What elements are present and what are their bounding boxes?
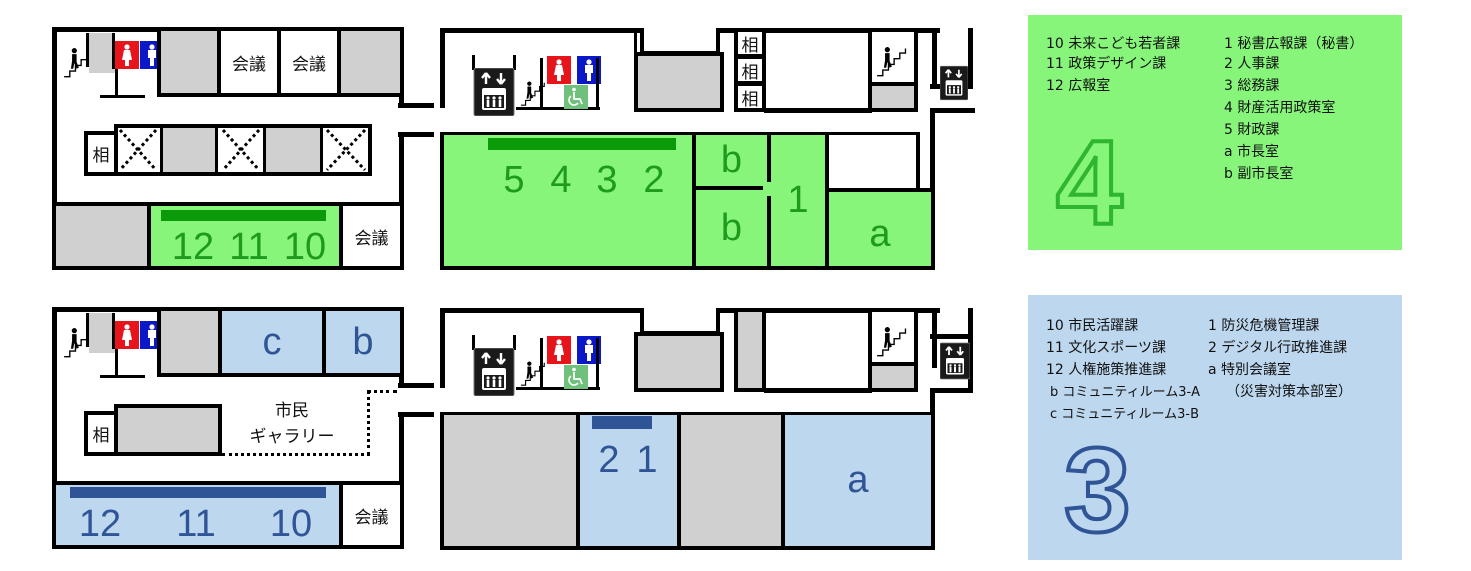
storage-room [677, 412, 785, 550]
floor-number-3: 3 [1062, 423, 1133, 557]
wheelchair-icon [564, 365, 588, 389]
consult-room[interactable]: 相 [734, 82, 766, 112]
meeting-room[interactable]: 会議 [339, 202, 404, 270]
female-toilet-icon [115, 321, 139, 349]
storage-room [734, 308, 766, 392]
storage-room [52, 202, 151, 270]
consult-room[interactable]: 相 [84, 131, 118, 176]
mayor-room-a[interactable]: a [825, 188, 935, 270]
female-toilet-icon [546, 336, 572, 364]
meeting-room[interactable]: 会議 [339, 481, 404, 549]
elevator-icon [472, 348, 516, 396]
community-room-3b[interactable]: c [218, 307, 326, 377]
storage-room [114, 404, 222, 456]
office-area-2-5[interactable]: 5 4 3 2 [440, 132, 696, 270]
elevator-icon [940, 342, 970, 380]
storage-room [634, 52, 724, 112]
counter-bar [70, 487, 326, 498]
floor-number-4: 4 [1054, 116, 1125, 250]
void-x [325, 128, 367, 172]
storage-room [868, 82, 918, 112]
office-area-1-2[interactable]: 2 1 [576, 412, 681, 550]
stairs-icon [520, 358, 548, 388]
storage-room [157, 307, 222, 377]
storage-room [440, 412, 580, 550]
counter-bar [592, 416, 652, 429]
void-x [221, 128, 261, 172]
office-area-10-12[interactable]: 12 11 10 [52, 481, 343, 549]
floor-4-legend: 10 未来こども若者課 11 政策デザイン課 12 広報室 1 秘書広報課（秘書… [1028, 15, 1402, 250]
floor-3-plan: c b 相 市民 ギャラリー 12 11 10 会議 [52, 307, 973, 550]
floor-3-legend: 10 市民活躍課 11 文化スポーツ課 12 人権施策推進課 b コミュニティル… [1028, 295, 1402, 560]
citizen-gallery[interactable]: 市民 ギャラリー [222, 390, 397, 456]
counter-bar [488, 138, 676, 150]
consult-room[interactable]: 相 [84, 411, 118, 456]
storage-room [634, 332, 724, 392]
stairs-icon [874, 324, 912, 358]
void-x [118, 128, 158, 172]
storage-room [157, 27, 221, 97]
room-1[interactable]: 1 [767, 132, 829, 270]
storage-room [868, 362, 918, 392]
special-meeting-room-a[interactable]: a [781, 412, 935, 550]
counter-bar [161, 210, 326, 221]
floor-4-plan: 会議 会議 相 12 11 10 会議 [0, 0, 1000, 275]
community-room-3a[interactable]: b [322, 307, 404, 377]
storage-room [337, 27, 404, 97]
